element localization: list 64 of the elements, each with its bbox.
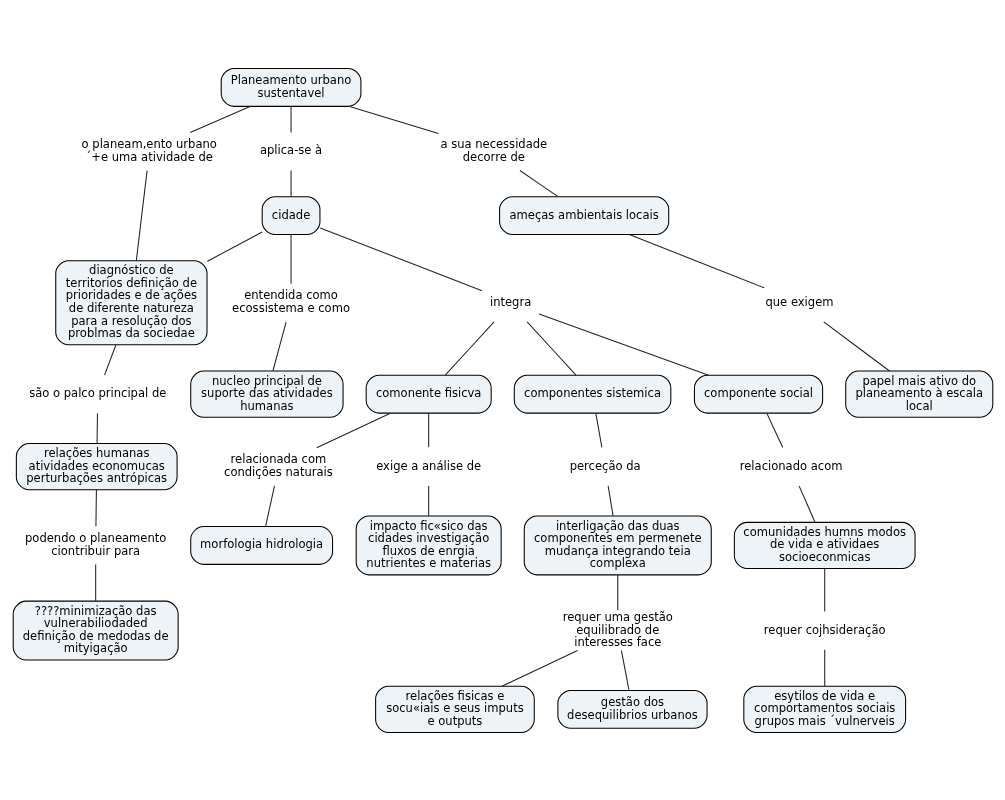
node-box: relações humanas atividades economucas perturbações antrópicas bbox=[15, 442, 178, 490]
node-box: comonente fisicva bbox=[365, 374, 492, 414]
connector bbox=[594, 412, 602, 448]
node-text: relacionada com condições naturais bbox=[223, 451, 333, 479]
node-text: que exigem bbox=[764, 294, 834, 309]
connector bbox=[765, 412, 783, 448]
node-box: interligação das duas componentes em permenete mudança integrando teia complexa bbox=[523, 515, 712, 575]
connector bbox=[616, 574, 618, 611]
node-box: componente social bbox=[693, 374, 823, 414]
connector bbox=[94, 563, 96, 602]
node-text: entendida como ecossistema e como bbox=[231, 287, 350, 315]
connector bbox=[538, 313, 709, 376]
node-text: requer cojhsideração bbox=[763, 622, 886, 636]
node-box: morfologia hidrologia bbox=[189, 525, 333, 565]
connector bbox=[822, 320, 890, 371]
connector bbox=[264, 484, 275, 527]
node-box: impacto fic«sico das cidades investigação fluxos de enrgia nutrientes e materias bbox=[355, 515, 502, 575]
connector bbox=[290, 105, 292, 133]
connector bbox=[189, 105, 251, 133]
connector bbox=[103, 343, 116, 376]
connector bbox=[628, 233, 765, 288]
node-box: diagnóstico de territorios definição de prioridades e de ações de diferente natureza para a resolução dos problmas da sociedae bbox=[54, 259, 208, 345]
connector bbox=[94, 488, 97, 527]
node-box: componentes sistemica bbox=[513, 374, 671, 414]
node-box: papel mais ativo do planeamento à escala local bbox=[844, 370, 993, 418]
node-text: a sua necessidade decorre de bbox=[439, 136, 547, 164]
connector bbox=[290, 233, 292, 284]
node-text: relacionado acom bbox=[739, 458, 842, 473]
connector bbox=[319, 226, 483, 291]
connector bbox=[348, 105, 439, 134]
node-box: ameças ambientais locais bbox=[498, 195, 669, 235]
connector bbox=[823, 567, 825, 612]
node-text: integra bbox=[489, 294, 531, 309]
node-box: comunidades humns modos de vida e atividaes socioeconmicas bbox=[733, 521, 916, 569]
node-text: perceção da bbox=[569, 458, 641, 473]
connector bbox=[798, 484, 816, 523]
node-text: requer uma gestão equilibrado de interesses face bbox=[562, 609, 673, 649]
connector bbox=[290, 169, 292, 197]
connector bbox=[96, 412, 98, 444]
connector bbox=[427, 484, 429, 516]
connector bbox=[271, 320, 287, 371]
connector bbox=[607, 484, 614, 516]
connector bbox=[135, 169, 148, 261]
node-text: o planeam,ento urbano ´+e uma atividade de bbox=[81, 136, 217, 164]
node-text: são o palco principal de bbox=[28, 385, 166, 400]
node-box: nucleo principal de suporte das atividades humanas bbox=[189, 370, 344, 418]
node-box: gestão dos desequilibrios urbanos bbox=[556, 689, 708, 729]
connector bbox=[206, 231, 263, 262]
connector bbox=[518, 169, 559, 197]
connector bbox=[427, 412, 429, 448]
node-text: podendo o planeamento ciontribuir para bbox=[24, 530, 166, 558]
connector bbox=[526, 320, 577, 376]
node-box: Planeamento urbano sustentavel bbox=[220, 67, 361, 107]
connector bbox=[315, 412, 391, 448]
node-text: aplica-se à bbox=[259, 142, 322, 157]
node-box: cidade bbox=[261, 195, 320, 235]
connector bbox=[444, 320, 495, 376]
node-box: relações fisicas e socu«iais e seus imputs e outputs bbox=[374, 685, 535, 733]
connector bbox=[620, 649, 629, 691]
connector bbox=[823, 648, 825, 687]
node-box: esytilos de vida e comportamentos sociais grupos mais ´vulnerveis bbox=[742, 685, 906, 733]
connector bbox=[500, 649, 578, 687]
node-text: exige a análise de bbox=[375, 458, 481, 473]
node-box: ????minimização das vulnerabiliodaded definição de medodas de mityigação bbox=[12, 600, 179, 660]
